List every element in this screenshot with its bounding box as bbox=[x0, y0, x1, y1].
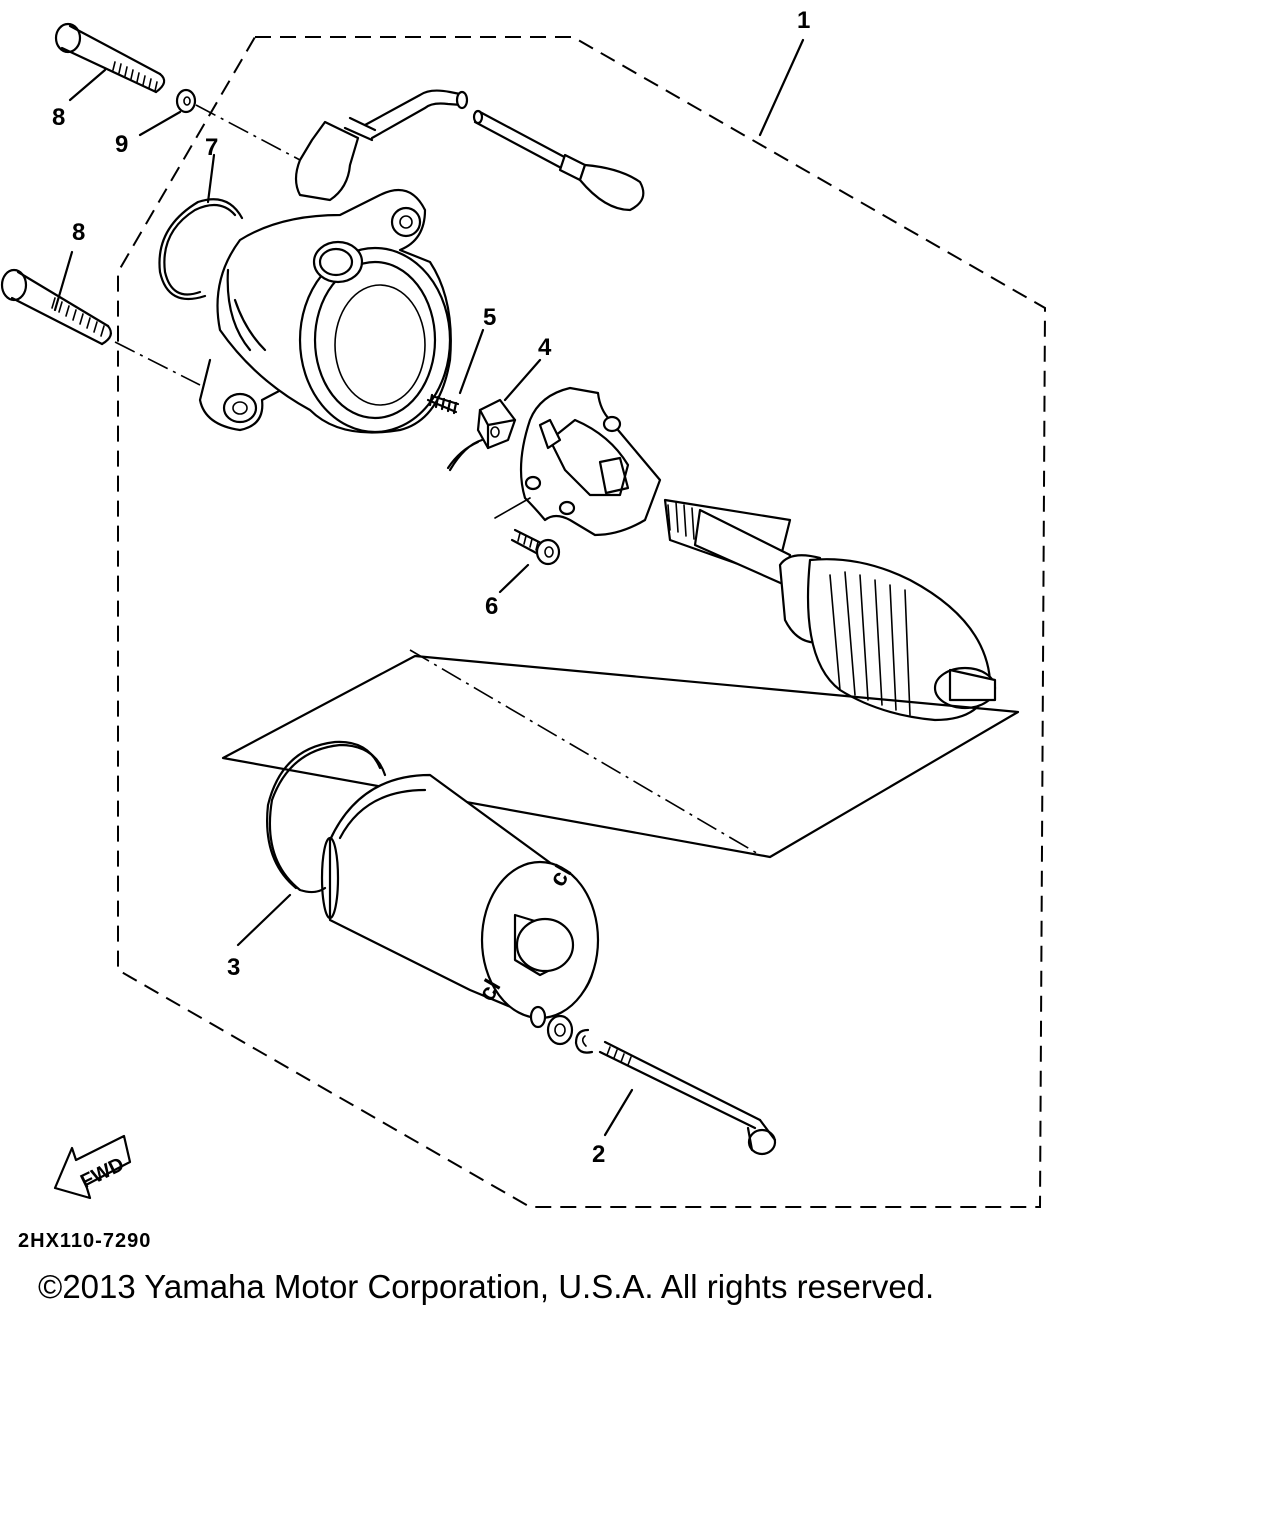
callout-4: 4 bbox=[538, 334, 552, 361]
leader-9 bbox=[138, 110, 182, 137]
washers-2 bbox=[529, 1005, 594, 1054]
leader-8-top bbox=[68, 68, 107, 102]
brush-holder-plate bbox=[519, 386, 662, 537]
diagram-code: 2HX110-7290 bbox=[18, 1230, 151, 1252]
leader-2 bbox=[603, 1088, 634, 1137]
o-ring-7 bbox=[158, 198, 244, 301]
callout-8-left: 8 bbox=[72, 219, 85, 246]
callout-2: 2 bbox=[592, 1141, 605, 1168]
callout-8-top: 8 bbox=[52, 104, 65, 131]
front-cover-housing bbox=[198, 188, 452, 434]
callout-9: 9 bbox=[115, 131, 128, 158]
fwd-arrow-icon: FWD bbox=[53, 1134, 132, 1200]
o-ring-3 bbox=[266, 740, 387, 894]
centerline-armature bbox=[409, 649, 761, 856]
leader-7 bbox=[206, 153, 216, 204]
centerline-9 bbox=[195, 104, 301, 161]
callout-6: 6 bbox=[485, 593, 498, 620]
yoke-body: cl cl bbox=[320, 773, 600, 1020]
bolt-8-top bbox=[54, 22, 166, 94]
callout-3: 3 bbox=[227, 954, 240, 981]
leader-4 bbox=[503, 358, 542, 402]
leader-3 bbox=[236, 893, 292, 947]
armature bbox=[663, 498, 997, 722]
leader-5 bbox=[458, 328, 485, 395]
callout-7: 7 bbox=[205, 134, 218, 161]
bolt-2 bbox=[598, 1040, 777, 1156]
leader-1 bbox=[758, 38, 805, 137]
lead-wire bbox=[294, 89, 645, 212]
callout-5: 5 bbox=[483, 304, 496, 331]
centerline-8-left bbox=[114, 341, 201, 386]
screw-6 bbox=[510, 528, 561, 566]
centerline-plate bbox=[494, 497, 531, 519]
leader-8-left bbox=[53, 250, 74, 312]
bolt-8-left bbox=[0, 268, 112, 346]
armature-frame bbox=[221, 654, 1020, 859]
brush-4 bbox=[446, 398, 517, 472]
leader-6 bbox=[498, 563, 530, 594]
spring-5 bbox=[426, 393, 460, 415]
assembly-boundary bbox=[117, 36, 1047, 1208]
copyright-notice: ©2013 Yamaha Motor Corporation, U.S.A. A… bbox=[38, 1268, 935, 1305]
callout-1: 1 bbox=[797, 7, 810, 34]
washer-9 bbox=[175, 88, 197, 114]
